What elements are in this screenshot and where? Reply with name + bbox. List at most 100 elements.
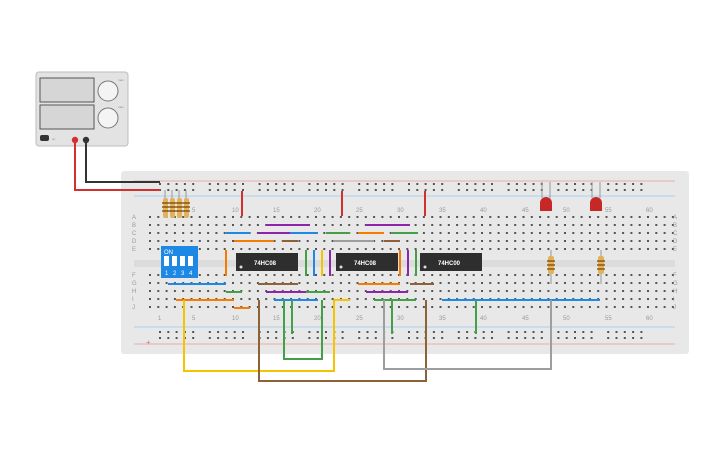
- breadboard-hole[interactable]: [472, 240, 475, 242]
- breadboard-hole[interactable]: [597, 248, 600, 250]
- chip-74hc08-1[interactable]: 74HC08: [236, 253, 298, 271]
- breadboard-hole[interactable]: [215, 306, 218, 308]
- breadboard-hole[interactable]: [638, 298, 641, 300]
- breadboard-hole[interactable]: [564, 282, 566, 284]
- breadboard-hole[interactable]: [290, 216, 293, 218]
- breadboard-hole[interactable]: [539, 290, 542, 292]
- breadboard-hole[interactable]: [217, 331, 220, 333]
- breadboard-hole[interactable]: [590, 337, 593, 339]
- breadboard-hole[interactable]: [489, 290, 492, 292]
- breadboard-hole[interactable]: [564, 290, 566, 292]
- breadboard-hole[interactable]: [489, 248, 492, 250]
- breadboard-hole[interactable]: [408, 189, 410, 191]
- breadboard-hole[interactable]: [638, 232, 641, 234]
- breadboard-hole[interactable]: [232, 240, 234, 242]
- breadboard-hole[interactable]: [290, 248, 293, 250]
- breadboard-hole[interactable]: [464, 240, 467, 242]
- breadboard-hole[interactable]: [489, 274, 492, 276]
- breadboard-hole[interactable]: [638, 282, 641, 284]
- breadboard-hole[interactable]: [464, 232, 467, 234]
- breadboard-hole[interactable]: [306, 216, 309, 218]
- breadboard-hole[interactable]: [590, 331, 593, 333]
- breadboard-hole[interactable]: [580, 248, 583, 250]
- breadboard-hole[interactable]: [389, 216, 392, 218]
- breadboard-hole[interactable]: [588, 240, 591, 242]
- breadboard-hole[interactable]: [497, 240, 500, 242]
- breadboard-hole[interactable]: [149, 282, 151, 284]
- breadboard-hole[interactable]: [298, 274, 301, 276]
- breadboard-hole[interactable]: [491, 183, 493, 185]
- breadboard-hole[interactable]: [481, 232, 483, 234]
- breadboard-hole[interactable]: [424, 189, 427, 191]
- breadboard-hole[interactable]: [422, 240, 425, 242]
- breadboard-hole[interactable]: [364, 216, 367, 218]
- breadboard-hole[interactable]: [514, 282, 517, 284]
- breadboard-hole[interactable]: [472, 216, 475, 218]
- breadboard-hole[interactable]: [647, 306, 649, 308]
- breadboard-hole[interactable]: [572, 240, 575, 242]
- breadboard-hole[interactable]: [348, 248, 351, 250]
- breadboard-hole[interactable]: [497, 282, 500, 284]
- breadboard-hole[interactable]: [165, 282, 168, 284]
- breadboard-hole[interactable]: [489, 216, 492, 218]
- breadboard-hole[interactable]: [605, 232, 608, 234]
- breadboard-hole[interactable]: [572, 282, 575, 284]
- breadboard-hole[interactable]: [157, 248, 160, 250]
- breadboard-hole[interactable]: [472, 290, 475, 292]
- breadboard-hole[interactable]: [316, 189, 319, 191]
- breadboard-hole[interactable]: [364, 290, 367, 292]
- breadboard-hole[interactable]: [588, 290, 591, 292]
- breadboard-hole[interactable]: [630, 290, 633, 292]
- breadboard-hole[interactable]: [530, 224, 533, 226]
- breadboard-hole[interactable]: [242, 331, 244, 333]
- breadboard-hole[interactable]: [173, 232, 176, 234]
- breadboard-hole[interactable]: [190, 224, 193, 226]
- breadboard-hole[interactable]: [630, 248, 633, 250]
- breadboard-hole[interactable]: [265, 298, 268, 300]
- breadboard-hole[interactable]: [505, 240, 508, 242]
- breadboard-hole[interactable]: [630, 298, 633, 300]
- breadboard-hole[interactable]: [515, 337, 518, 339]
- breadboard-hole[interactable]: [207, 274, 210, 276]
- breadboard-hole[interactable]: [431, 274, 434, 276]
- breadboard-hole[interactable]: [489, 232, 492, 234]
- breadboard-hole[interactable]: [183, 183, 186, 185]
- breadboard-hole[interactable]: [588, 248, 591, 250]
- breadboard-hole[interactable]: [613, 306, 616, 308]
- breadboard-hole[interactable]: [497, 232, 500, 234]
- breadboard-hole[interactable]: [582, 331, 585, 333]
- breadboard-hole[interactable]: [481, 306, 483, 308]
- breadboard-hole[interactable]: [389, 274, 392, 276]
- breadboard-hole[interactable]: [663, 282, 666, 284]
- breadboard-hole[interactable]: [539, 282, 542, 284]
- breadboard-hole[interactable]: [192, 183, 195, 185]
- breadboard-hole[interactable]: [414, 224, 417, 226]
- breadboard-hole[interactable]: [331, 274, 334, 276]
- breadboard-hole[interactable]: [580, 306, 583, 308]
- breadboard-hole[interactable]: [173, 240, 176, 242]
- breadboard-hole[interactable]: [306, 274, 309, 276]
- breadboard-hole[interactable]: [655, 232, 658, 234]
- breadboard-hole[interactable]: [588, 282, 591, 284]
- breadboard-hole[interactable]: [539, 248, 542, 250]
- breadboard-hole[interactable]: [605, 298, 608, 300]
- breadboard-hole[interactable]: [457, 183, 460, 185]
- breadboard-hole[interactable]: [373, 216, 376, 218]
- breadboard-hole[interactable]: [225, 189, 228, 191]
- breadboard-hole[interactable]: [638, 224, 641, 226]
- breadboard-hole[interactable]: [472, 224, 475, 226]
- breadboard-hole[interactable]: [605, 240, 608, 242]
- breadboard-hole[interactable]: [198, 248, 201, 250]
- breadboard-hole[interactable]: [266, 183, 269, 185]
- breadboard-hole[interactable]: [331, 224, 334, 226]
- breadboard-hole[interactable]: [439, 216, 442, 218]
- breadboard-hole[interactable]: [157, 240, 160, 242]
- breadboard-hole[interactable]: [466, 331, 469, 333]
- breadboard-hole[interactable]: [374, 331, 377, 333]
- breadboard-hole[interactable]: [233, 331, 236, 333]
- breadboard-hole[interactable]: [416, 337, 419, 339]
- breadboard-hole[interactable]: [514, 248, 517, 250]
- breadboard-hole[interactable]: [198, 232, 201, 234]
- breadboard-hole[interactable]: [497, 248, 500, 250]
- breadboard-hole[interactable]: [632, 189, 635, 191]
